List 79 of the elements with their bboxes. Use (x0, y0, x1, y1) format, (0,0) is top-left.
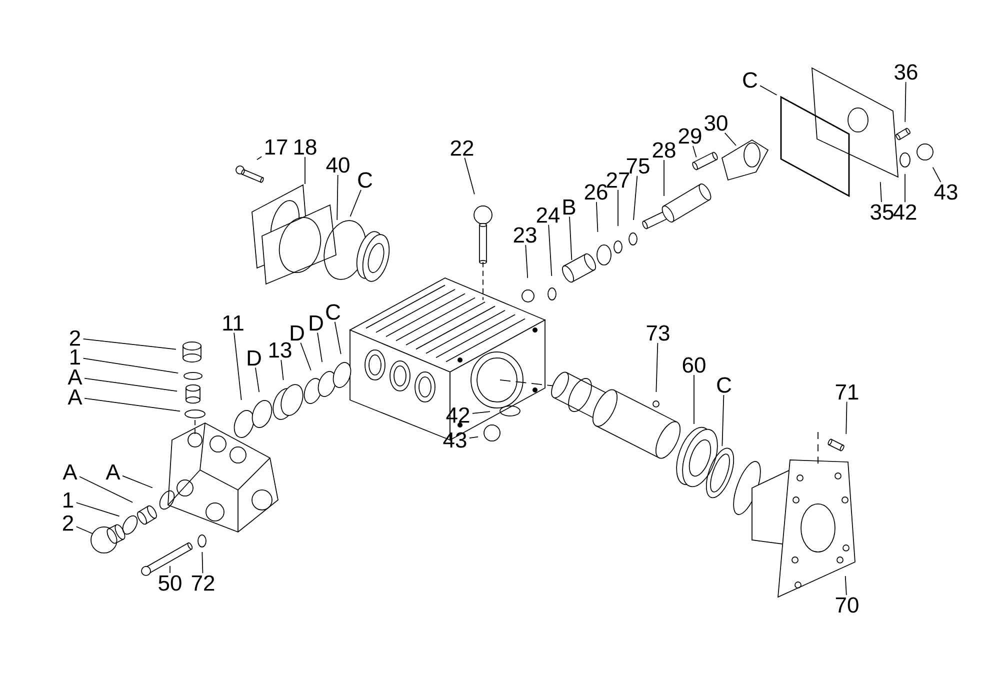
leader-line (548, 224, 552, 276)
callout-number: A (62, 464, 78, 480)
leader-line (79, 476, 134, 503)
callout-number: 24 (536, 207, 560, 223)
leader-line (932, 166, 942, 182)
leader-line (234, 332, 242, 400)
callout-number: 30 (704, 115, 728, 131)
leader-line (300, 342, 312, 371)
leader-line (336, 174, 338, 220)
callout-number: 27 (606, 172, 630, 188)
callout-number: 75 (626, 158, 650, 174)
callout-number: 26 (584, 184, 608, 200)
callout-number: 70 (836, 597, 858, 613)
leader-line (525, 244, 528, 278)
callout-number: 28 (652, 142, 676, 158)
leader-line (904, 174, 906, 203)
leader-line (569, 216, 572, 260)
leader-line (692, 146, 697, 158)
leader-line (633, 175, 638, 220)
leader-line (122, 475, 153, 488)
callout-number: 43 (934, 184, 958, 200)
callout-number: 42 (893, 204, 916, 220)
callout-number: 22 (450, 140, 474, 156)
callout-number: 72 (192, 575, 214, 591)
leader-line (880, 182, 882, 202)
leader-line (82, 358, 179, 374)
leader-line (846, 401, 848, 434)
leader-line (844, 576, 847, 596)
callout-number: B (563, 199, 576, 215)
callout-number: 35 (870, 204, 894, 220)
callout-number: D (248, 350, 261, 366)
callout-number: 71 (836, 384, 858, 400)
leader-line (656, 342, 658, 392)
callout-number: 50 (158, 575, 182, 591)
callout-number: 2 (70, 330, 80, 346)
callout-number: A (106, 464, 120, 480)
callout-number: 2 (63, 515, 73, 531)
callout-number: A (68, 389, 82, 405)
callout-number: 1 (70, 349, 80, 365)
leader-line (255, 367, 260, 392)
leader-line (722, 394, 724, 446)
callout-number: D (290, 325, 304, 341)
callout-number: C (717, 377, 732, 393)
leader-line (256, 156, 262, 160)
leader-line (760, 85, 778, 96)
callout-number: 29 (678, 128, 702, 144)
leader-line (317, 332, 323, 362)
callout-number: A (68, 369, 82, 385)
leader-line (82, 338, 176, 350)
callout-number: 11 (223, 315, 244, 331)
leader-line (334, 322, 342, 355)
callout-number: 18 (294, 139, 316, 155)
callout-number: 13 (269, 342, 292, 358)
callout-number: D (310, 315, 323, 331)
leader-line (280, 360, 284, 380)
callout-number: C (743, 72, 758, 88)
leader-line (468, 436, 478, 438)
leader-line (84, 398, 180, 412)
leader-line (350, 190, 362, 217)
callout-number: 43 (443, 432, 466, 448)
callout-number: 73 (646, 325, 670, 341)
leader-line (76, 526, 93, 534)
callout-number: 23 (514, 227, 536, 243)
leader-line (304, 156, 306, 184)
leader-line (464, 157, 475, 195)
callout-number: 17 (265, 139, 288, 155)
callout-number: 40 (326, 157, 350, 173)
leader-line (76, 502, 120, 517)
callout-number: C (358, 172, 372, 188)
leader-line (904, 82, 906, 122)
leader-line (596, 202, 598, 232)
leader-line (472, 411, 490, 414)
leader-line (84, 378, 178, 392)
leader-line (202, 552, 204, 574)
callout-number: C (326, 304, 340, 320)
callout-number: 1 (64, 492, 74, 508)
leader-line (724, 132, 736, 146)
callout-number: 36 (894, 64, 918, 80)
callout-number: 60 (682, 357, 706, 373)
